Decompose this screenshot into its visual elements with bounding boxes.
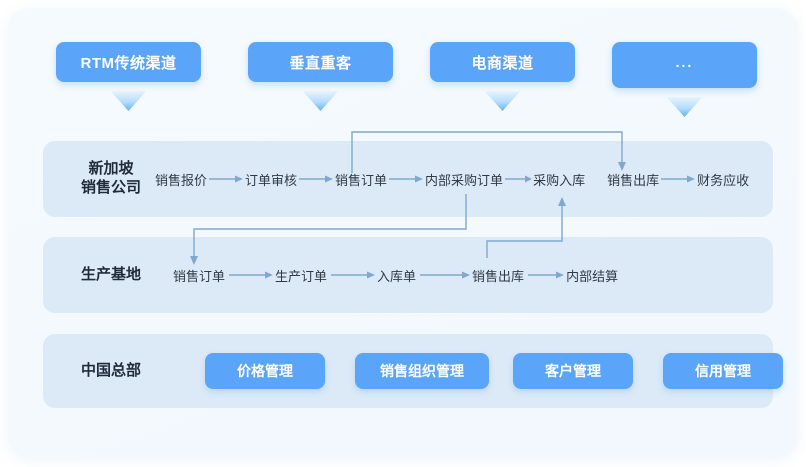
hq-button-price-management[interactable]: 价格管理 (205, 353, 325, 389)
flow-arrow-icon (297, 174, 335, 184)
flow-step-production-order[interactable]: 生产订单 (275, 268, 328, 284)
channel-item-3[interactable]: ... (612, 42, 757, 117)
flow-arrow-icon (225, 270, 275, 280)
flow-steps-production-base: 销售订单 生产订单 入库单 销售出库 内部结算 (173, 237, 618, 313)
flow-step-sales-outbound[interactable]: 销售出库 (607, 172, 660, 188)
channel-item-1[interactable]: 垂直重客 (248, 42, 393, 111)
band-title-china-hq: 中国总部 (63, 334, 159, 408)
band-title-production-base: 生产基地 (63, 237, 159, 313)
flow-step-internal-purchase-order[interactable]: 内部采购订单 (425, 172, 504, 188)
flow-steps-singapore: 销售报价 订单审核 销售订单 内部采购订单 采购入库 销售出库 财务应收 (155, 141, 749, 217)
flow-arrow-icon (207, 174, 245, 184)
channel-down-triangle-icon (666, 97, 703, 117)
band-title-line1: 中国总部 (80, 361, 141, 379)
flow-arrow-icon (387, 174, 425, 184)
channel-down-triangle-icon (302, 91, 339, 111)
flow-step-order-review[interactable]: 订单审核 (245, 172, 298, 188)
band-china-hq: 中国总部 价格管理 销售组织管理 客户管理 信用管理 (43, 334, 783, 408)
hq-button-customer-management[interactable]: 客户管理 (513, 353, 633, 389)
band-title-line2: 销售公司 (80, 179, 141, 196)
band-title-line1: 新加坡 (88, 160, 134, 178)
channel-down-triangle-icon (110, 91, 147, 111)
flow-arrow-icon (659, 174, 697, 184)
band-singapore-sales-company: 新加坡 销售公司 销售报价 订单审核 销售订单 内部采购订单 采购入库 销售出库… (43, 141, 773, 217)
channel-item-2[interactable]: 电商渠道 (430, 42, 575, 111)
band-production-base: 生产基地 销售订单 生产订单 入库单 销售出库 内部结算 (43, 237, 773, 313)
channel-button-ecommerce[interactable]: 电商渠道 (430, 42, 575, 82)
channel-button-more[interactable]: ... (612, 42, 757, 88)
channel-button-vertical-key-accounts[interactable]: 垂直重客 (248, 42, 393, 82)
band-title-singapore: 新加坡 销售公司 (63, 141, 159, 217)
channel-row: RTM传统渠道 垂直重客 电商渠道 ... (8, 8, 798, 138)
flow-arrow-icon (327, 270, 377, 280)
diagram-card: RTM传统渠道 垂直重客 电商渠道 ... 新加坡 销售公司 (8, 8, 798, 458)
flow-step-sales-quote[interactable]: 销售报价 (155, 172, 208, 188)
hq-button-sales-org-management[interactable]: 销售组织管理 (355, 353, 489, 389)
flow-step-finance-receivable[interactable]: 财务应收 (697, 172, 750, 188)
channel-button-rtm[interactable]: RTM传统渠道 (56, 42, 201, 82)
flow-step-sales-order[interactable]: 销售订单 (335, 172, 388, 188)
flow-step-sales-order[interactable]: 销售订单 (173, 268, 226, 284)
flow-step-sales-outbound[interactable]: 销售出库 (472, 268, 525, 284)
flow-arrow-icon (503, 174, 533, 184)
hq-button-credit-management[interactable]: 信用管理 (663, 353, 783, 389)
flow-arrow-icon (416, 270, 472, 280)
flow-arrow-icon (524, 270, 566, 280)
channel-down-triangle-icon (484, 91, 521, 111)
channel-item-0[interactable]: RTM传统渠道 (56, 42, 201, 111)
flow-step-internal-settlement[interactable]: 内部结算 (566, 268, 619, 284)
flow-step-inbound-receipt[interactable]: 入库单 (377, 268, 417, 284)
flow-step-purchase-inbound[interactable]: 采购入库 (533, 172, 586, 188)
band-title-line1: 生产基地 (80, 265, 141, 283)
